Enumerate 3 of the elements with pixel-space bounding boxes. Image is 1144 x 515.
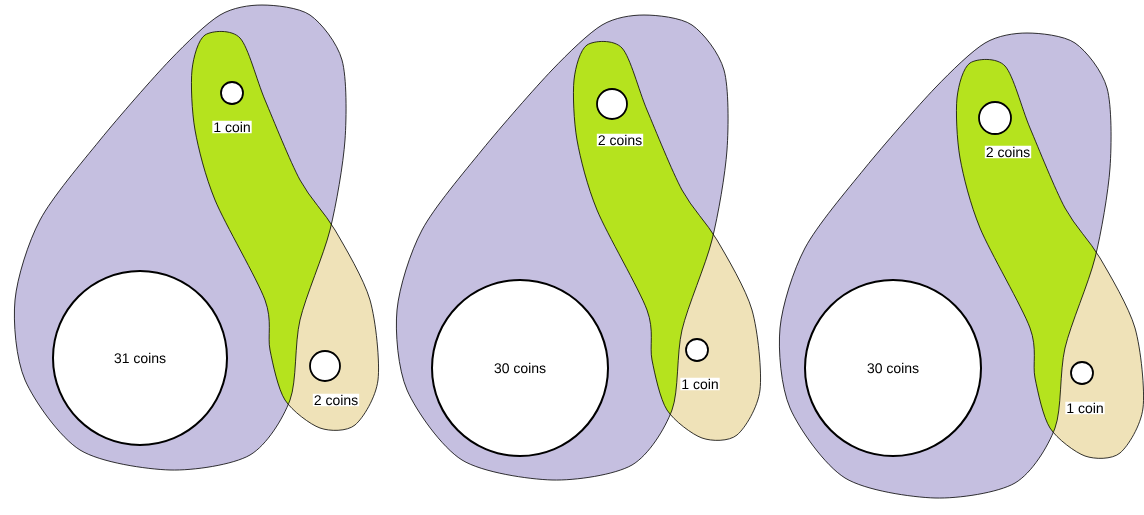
coin-circle	[596, 88, 628, 120]
coin-circle	[978, 101, 1012, 135]
coin-circle	[309, 350, 341, 382]
